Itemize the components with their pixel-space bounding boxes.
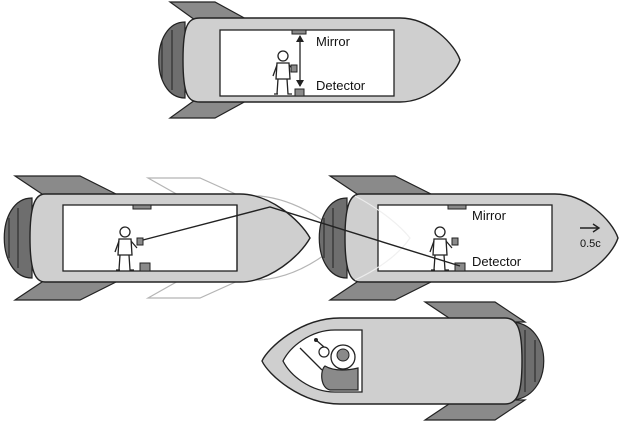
mirror-label: Mirror [316, 34, 351, 49]
lantern-icon [136, 237, 144, 246]
detector-icon [294, 88, 305, 97]
speed-label: 0.5c [580, 238, 601, 250]
light-path-diagonal [142, 206, 461, 267]
lantern-icon [451, 237, 459, 246]
arrow-icon [580, 223, 601, 233]
detector-label: Detector [316, 78, 366, 93]
detector-label-moving: Detector [472, 254, 522, 269]
mirror-label-moving: Mirror [472, 208, 507, 223]
astronaut-icon [299, 338, 359, 391]
rocket-bottom [261, 301, 545, 421]
mirror-icon [291, 29, 307, 35]
lantern-icon [290, 64, 298, 73]
rocket-left [3, 175, 311, 301]
rocket-top: Mirror Detector [158, 1, 461, 119]
rocket-right: Mirror Detector 0.5c [318, 175, 619, 301]
rocket-top-cabin [219, 29, 395, 97]
